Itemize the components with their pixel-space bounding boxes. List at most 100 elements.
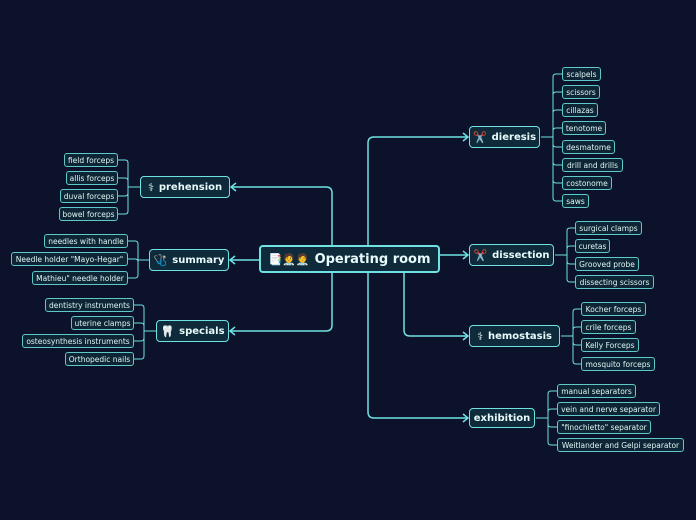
- leaf-finochietto-separator[interactable]: "finochietto" separator: [557, 420, 651, 434]
- connector-line: [128, 258, 139, 263]
- leaf-cillazas[interactable]: cillazas: [562, 103, 598, 117]
- connector-line: [403, 273, 468, 337]
- branch-hemostasis[interactable]: ⚕ hemostasis: [469, 325, 560, 347]
- leaf-kelly-forceps[interactable]: Kelly Forceps: [581, 338, 639, 352]
- leaf-surgical-clamps[interactable]: surgical clamps: [575, 221, 642, 235]
- connector-line: [566, 278, 575, 283]
- branch-label: dissection: [492, 249, 550, 261]
- connector-line: [572, 341, 581, 346]
- leaf-crile-forceps[interactable]: crile forceps: [581, 320, 636, 334]
- connector-line: [552, 109, 562, 114]
- connector-line: [552, 179, 562, 184]
- leaf-drill-and-drills[interactable]: drill and drills: [562, 158, 623, 172]
- leaf-tenotome[interactable]: tenotome: [562, 121, 606, 135]
- doctor-icon: 🧑‍⚕️: [295, 252, 310, 266]
- arrow-head: [229, 182, 237, 192]
- arrow-head: [228, 326, 236, 336]
- arrow-head: [462, 331, 470, 341]
- leaf-uterine-clamps[interactable]: uterine clamps: [71, 316, 134, 330]
- arrow-head: [462, 132, 470, 142]
- connector-line: [134, 304, 145, 309]
- leaf-needles-with-handle[interactable]: needles with handle: [44, 234, 128, 248]
- leaf-osteosynthesis-instruments[interactable]: osteosynthesis instruments: [22, 334, 134, 348]
- connector-line: [367, 273, 468, 419]
- connector-line: [547, 408, 557, 413]
- leaf-dentistry-instruments[interactable]: dentistry instruments: [45, 298, 134, 312]
- leaf-vein-and-nerve-separator[interactable]: vein and nerve separator: [557, 402, 660, 416]
- branch-exhibition[interactable]: exhibition: [469, 408, 535, 428]
- leaf-dissecting-scissors[interactable]: dissecting scissors: [575, 275, 654, 289]
- leaf-needle-holder-mayo-hegar[interactable]: Needle holder "Mayo-Hegar": [11, 252, 128, 266]
- root-label: Operating room: [314, 251, 431, 267]
- connector-line: [547, 390, 557, 395]
- branch-label: hemostasis: [487, 330, 552, 342]
- leaf-weitlander-gelpi-separator[interactable]: Weitlander and Gelpi separator: [557, 438, 684, 452]
- connector-line: [566, 245, 575, 250]
- branch-prehension[interactable]: ⚕ prehension: [140, 176, 230, 198]
- connector-line: [547, 423, 557, 428]
- connector-line: [367, 136, 468, 245]
- branch-dissection[interactable]: ✂️ dissection: [469, 244, 554, 266]
- connector-line: [118, 177, 129, 182]
- connector-line: [552, 73, 562, 78]
- connector-line: [547, 441, 557, 446]
- leaf-orthopedic-nails[interactable]: Orthopedic nails: [65, 352, 134, 366]
- branch-specials[interactable]: 🦷 specials: [156, 320, 229, 342]
- leaf-saws[interactable]: saws: [562, 194, 589, 208]
- connector-line: [128, 274, 139, 279]
- connector-line: [552, 197, 562, 202]
- arrow-head: [462, 250, 470, 260]
- leaf-scalpels[interactable]: scalpels: [562, 67, 601, 81]
- needle-icon: 🩺: [153, 253, 168, 267]
- leaf-scissors[interactable]: scissors: [562, 85, 600, 99]
- connector-line: [572, 308, 581, 313]
- forceps-icon: ⚕: [477, 329, 483, 343]
- leaf-duval-forceps[interactable]: duval forceps: [60, 189, 118, 203]
- branch-summary[interactable]: 🩺 summary: [149, 249, 229, 271]
- connector-line: [134, 322, 145, 327]
- document-icon: 📑: [268, 252, 283, 266]
- branch-label: specials: [179, 325, 225, 337]
- connector-line: [572, 326, 581, 331]
- leaf-manual-separators[interactable]: manual separators: [557, 384, 636, 398]
- branch-label: summary: [172, 254, 225, 266]
- connector-line: [566, 260, 575, 265]
- doctor-icon: 🧑‍⚕️: [282, 252, 296, 266]
- leaf-mathieu-needle-holder[interactable]: Mathieu" needle holder: [32, 271, 128, 285]
- leaf-desmatome[interactable]: desmatome: [562, 140, 615, 154]
- connector-line: [134, 355, 145, 360]
- leaf-bowel-forceps[interactable]: bowel forceps: [59, 207, 118, 221]
- connector-line: [118, 192, 129, 197]
- leaf-grooved-probe[interactable]: Grooved probe: [575, 257, 639, 271]
- connector-line: [552, 127, 562, 132]
- root-node-operating-room[interactable]: 📑 🧑‍⚕️ 🧑‍⚕️ Operating room: [259, 245, 440, 273]
- branch-label: prehension: [158, 181, 223, 193]
- arrow-head: [228, 255, 236, 265]
- scissors-icon: ✂️: [472, 130, 487, 144]
- connector-line: [118, 210, 129, 215]
- connector-line: [566, 227, 575, 232]
- connector-line: [552, 161, 562, 166]
- scissors-icon: ✂️: [473, 248, 488, 262]
- branch-label: dieresis: [491, 131, 537, 143]
- connector-line: [231, 186, 333, 245]
- forceps-icon: ⚕: [147, 180, 154, 194]
- connector-line: [118, 159, 129, 164]
- branch-dieresis[interactable]: ✂️ dieresis: [469, 126, 540, 148]
- leaf-allis-forceps[interactable]: allis forceps: [66, 171, 118, 185]
- tooth-icon: 🦷: [160, 324, 175, 338]
- connector-line: [128, 240, 139, 245]
- leaf-curetas[interactable]: curetas: [575, 239, 610, 253]
- leaf-mosquito-forceps[interactable]: mosquito forceps: [581, 357, 655, 371]
- connector-line: [572, 360, 581, 365]
- arrow-head: [462, 413, 470, 423]
- branch-label: exhibition: [473, 412, 531, 424]
- connector-line: [552, 143, 562, 148]
- connector-line: [230, 273, 333, 332]
- leaf-field-forceps[interactable]: field forceps: [64, 153, 118, 167]
- connector-line: [552, 91, 562, 96]
- leaf-kocher-forceps[interactable]: Kocher forceps: [581, 302, 646, 316]
- leaf-costonome[interactable]: costonome: [562, 176, 612, 190]
